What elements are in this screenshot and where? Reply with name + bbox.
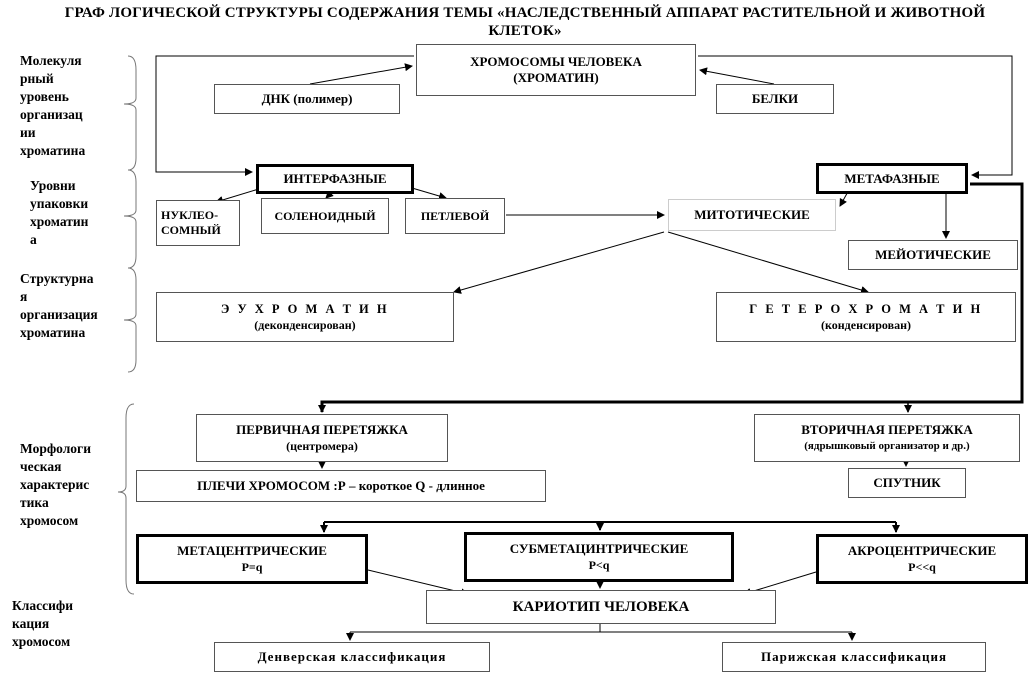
edge-dna-to-chromosomes [309,63,413,85]
node-meiotic: МЕЙОТИЧЕСКИЕ [848,240,1018,270]
node-metacentric-line2: P=q [241,560,263,574]
edge-interphase-to-nucleosome [215,187,263,204]
side-label-structural: Структурна я организация хроматина [20,271,98,340]
edge-chromosomes-to-interphase [155,55,414,176]
bracket-molecular [123,55,137,171]
node-nucleosome-label: НУКЛЕО- СОМНЫЙ [161,208,221,237]
node-dna-label: ДНК (полимер) [261,91,353,106]
bracket-structural [123,267,137,373]
node-heterochromatin: Г Е Т Е Р О Х Р О М А Т И Н (конденсиров… [716,292,1016,342]
node-euchromatin-line1: Э У Х Р О М А Т И Н [220,302,390,316]
node-chromosomes-line2: (ХРОМАТИН) [513,70,599,85]
edge-interphase-to-loop [411,187,447,200]
diagram-title: ГРАФ ЛОГИЧЕСКОЙ СТРУКТУРЫ СОДЕРЖАНИЯ ТЕМ… [64,5,986,39]
node-satellite: СПУТНИК [848,468,966,498]
node-primary-constriction: ПЕРВИЧНАЯ ПЕРЕТЯЖКА (центромера) [196,414,448,462]
node-proteins-label: БЕЛКИ [751,91,799,106]
bracket-morphology [117,403,135,595]
node-euchromatin-line2: (деконденсирован) [254,318,356,332]
side-label-morphology: Морфологи ческая характерис тика хромосо… [20,441,91,528]
node-mitotic: МИТОТИЧЕСКИЕ [668,199,836,231]
node-nucleosome: НУКЛЕО- СОМНЫЙ [156,200,240,246]
edge-interphase-to-solenoid [325,190,334,199]
node-secondary-constriction-line2: (ядрышковый организатор и др.) [804,440,970,452]
node-dna: ДНК (полимер) [214,84,400,114]
edge-mitotic-to-heterochromatin [667,231,869,294]
node-secondary-constriction: ВТОРИЧНАЯ ПЕРЕТЯЖКА (ядрышковый организа… [754,414,1020,462]
side-label-classification: Классифи кация хромосом [12,598,73,649]
node-metacentric-line1: МЕТАЦЕНТРИЧЕСКИЕ [177,543,327,558]
node-mitotic-label: МИТОТИЧЕСКИЕ [694,207,810,222]
node-karyotype: КАРИОТИП ЧЕЛОВЕКА [426,590,776,624]
node-meiotic-label: МЕЙОТИЧЕСКИЕ [875,247,991,262]
node-chromosomes: ХРОМОСОМЫ ЧЕЛОВЕКА (ХРОМАТИН) [416,44,696,96]
node-arms: ПЛЕЧИ ХРОМОСОМ :Р – короткое Q - длинное [136,470,546,502]
node-solenoid: СОЛЕНОИДНЫЙ [261,198,389,234]
edge-metaphase-to-morphology [318,182,1024,413]
node-euchromatin: Э У Х Р О М А Т И Н (деконденсирован) [156,292,454,342]
node-arms-label: ПЛЕЧИ ХРОМОСОМ :Р – короткое Q - длинное [197,478,485,493]
edge-mitotic-to-euchromatin [453,231,665,294]
node-acrocentric-line2: P<<q [908,560,936,574]
node-paris-label: Парижская классификация [761,649,947,664]
node-satellite-label: СПУТНИК [873,475,941,490]
node-primary-constriction-line2: (центромера) [286,439,358,453]
node-submetacentric: СУБМЕТАЦИНТРИЧЕСКИЕ P<q [464,532,734,582]
side-label-molecular: Молекуля рный уровень организац ии хрома… [20,53,86,158]
node-proteins: БЕЛКИ [716,84,834,114]
side-label-packing: Уровни упаковки хроматин а [30,178,89,247]
node-metacentric: МЕТАЦЕНТРИЧЕСКИЕ P=q [136,534,368,584]
node-solenoid-label: СОЛЕНОИДНЫЙ [274,209,376,223]
node-karyotype-label: КАРИОТИП ЧЕЛОВЕКА [512,599,690,615]
node-submetacentric-line2: P<q [588,558,610,572]
edge-proteins-to-chromosomes [699,67,775,85]
node-interphase-label: ИНТЕРФАЗНЫЕ [283,171,387,186]
node-loop: ПЕТЛЕВОЙ [405,198,505,234]
node-acrocentric-line1: АКРОЦЕНТРИЧЕСКИЕ [847,543,997,558]
node-heterochromatin-line2: (конденсирован) [821,318,911,332]
node-acrocentric: АКРОЦЕНТРИЧЕСКИЕ P<<q [816,534,1028,584]
node-metaphase: МЕТАФАЗНЫЕ [816,163,968,194]
node-interphase: ИНТЕРФАЗНЫЕ [256,164,414,194]
node-loop-label: ПЕТЛЕВОЙ [420,209,490,223]
node-heterochromatin-line1: Г Е Т Е Р О Х Р О М А Т И Н [749,302,983,316]
edge-chromosomes-to-metaphase [698,55,1013,179]
bracket-packing [123,169,137,269]
node-chromosomes-line1: ХРОМОСОМЫ ЧЕЛОВЕКА [470,54,642,69]
node-denver-label: Денверская классификация [257,649,447,664]
node-metaphase-label: МЕТАФАЗНЫЕ [844,170,940,186]
node-submetacentric-line1: СУБМЕТАЦИНТРИЧЕСКИЕ [509,541,689,556]
node-paris: Парижская классификация [722,642,986,672]
node-primary-constriction-line1: ПЕРВИЧНАЯ ПЕРЕТЯЖКА [236,422,408,437]
node-denver: Денверская классификация [214,642,490,672]
node-secondary-constriction-line1: ВТОРИЧНАЯ ПЕРЕТЯЖКА [801,422,973,437]
